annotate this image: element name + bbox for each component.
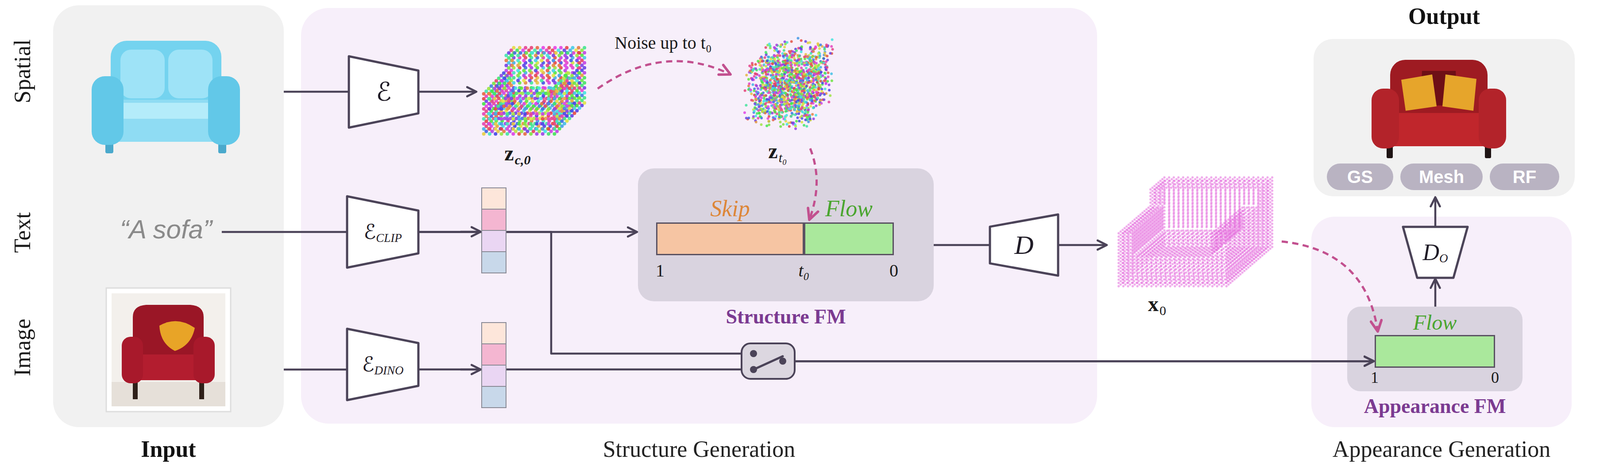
figure-stage: “A sofa”InputℰℰCLIPℰDINOSkipFlowStructur… bbox=[0, 0, 1600, 475]
